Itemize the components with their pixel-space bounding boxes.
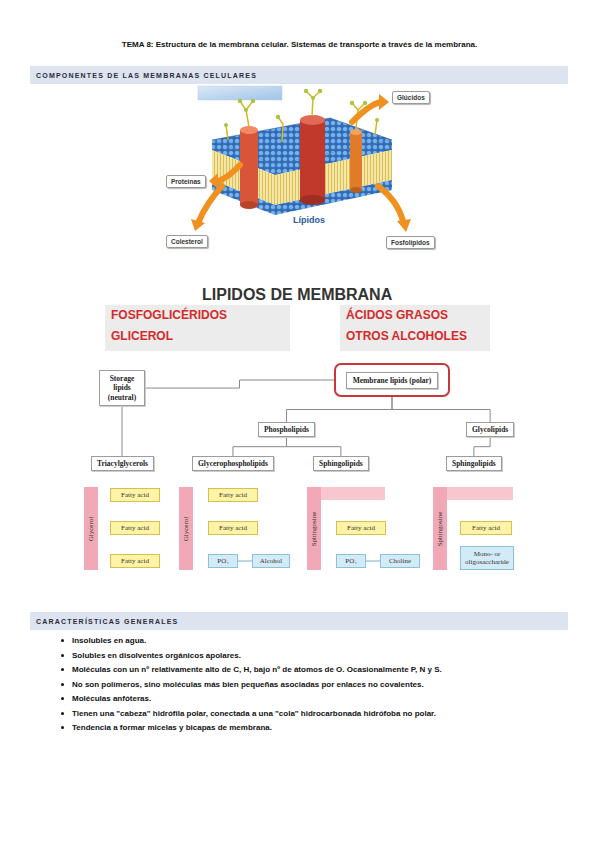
bullet-dot: [61, 712, 64, 715]
node-text: Membrane lipids (polar): [346, 372, 439, 389]
class-box: Glycerophospholipids: [192, 456, 274, 471]
bullet-dot: [61, 668, 64, 671]
bullet-text: Moléculas con un nº relativamente alto d…: [72, 665, 442, 674]
node-text: Fatty acid: [219, 491, 247, 499]
bullet-text: No son polímeros, sino moléculas más bie…: [72, 680, 424, 689]
tree-connector: [366, 561, 380, 562]
node-text: COMPONENTES DE LAS MEMBRANAS CELULARES: [36, 72, 257, 79]
fatty-acid-box: Fatty acid: [460, 521, 512, 535]
component-tag: Colesterol: [166, 235, 208, 248]
node-text: Sphingolipids: [452, 459, 496, 468]
node-text: PO₄: [345, 557, 356, 565]
head-group-box: Choline: [380, 554, 420, 568]
class-box: Sphingolipids: [446, 456, 502, 471]
section-heading: LIPIDOS DE MEMBRANA: [202, 286, 392, 304]
bullet-text: Tendencia a formar micelas y bicapas de …: [72, 723, 272, 732]
class-box: Sphingolipids: [313, 456, 369, 471]
node-text: Glúcidos: [397, 94, 425, 101]
node-text: CARACTERÍSTICAS GENERALES: [36, 618, 178, 625]
node-text: Fatty acid: [121, 491, 149, 499]
node-text: Alcohol: [260, 557, 283, 565]
tree-connector: [233, 437, 287, 456]
node-text: Fatty acid: [121, 557, 149, 565]
node-text: FOSFOGLICÉRIDOS: [111, 309, 284, 321]
node-text: Fatty acid: [121, 524, 149, 532]
vertical-label: Glycerol: [87, 516, 95, 541]
node-text: Storage lipids (neutral): [103, 374, 141, 402]
bullet-dot: [61, 639, 64, 642]
tree-connector: [392, 397, 490, 422]
vertical-label: Glycerol: [182, 516, 190, 541]
bilayer: [212, 118, 392, 215]
class-box: Glycolipids: [466, 422, 514, 437]
bullet-text: Tienen una "cabeza" hidrófila polar, con…: [72, 709, 436, 718]
tree-connector: [238, 561, 252, 562]
sphingosine-arms: [307, 487, 513, 500]
node-text: Glycerophospholipids: [198, 459, 268, 468]
node-text: ÁCIDOS GRASOS: [346, 309, 484, 321]
highlight-box: Membrane lipids (polar): [334, 363, 450, 397]
backbone-bar: Sphingosine: [307, 487, 321, 570]
node-text: Phospholipids: [264, 425, 309, 434]
vertical-label: Sphingosine: [436, 511, 444, 546]
bullet-dot: [61, 697, 64, 700]
section-band: CARACTERÍSTICAS GENERALES: [30, 612, 568, 630]
node-text: Triacylglycerols: [97, 459, 148, 468]
bullet-text: Solubles en disolventes orgánicos apolar…: [72, 651, 241, 660]
tree-connector: [145, 380, 334, 388]
tree-connector: [287, 437, 341, 456]
fatty-acid-box: Fatty acid: [208, 521, 258, 535]
node-text: PO₄: [217, 557, 228, 565]
vertical-label: Sphingosine: [310, 511, 318, 546]
tree-connector: [287, 397, 392, 422]
fatty-acid-box: Fatty acid: [110, 554, 160, 568]
bullet-dot: [61, 654, 64, 657]
fatty-acid-box: Fatty acid: [110, 521, 160, 535]
bullet-text: Moléculas anfóteras.: [72, 694, 151, 703]
cropped-image: [198, 86, 282, 100]
class-box: Storage lipids (neutral): [99, 370, 145, 406]
node-text: GLICEROL: [111, 330, 284, 342]
component-tag: Proteínas: [166, 175, 206, 188]
head-group-box: PO₄: [336, 554, 366, 568]
backbone-bar: Sphingosine: [433, 487, 447, 570]
node-text: Mono- or oligosaccharide: [465, 550, 509, 566]
keyword-box: FOSFOGLICÉRIDOS GLICEROL: [105, 305, 290, 351]
head-group-box: PO₄: [208, 554, 238, 568]
node-text: OTROS ALCOHOLES: [346, 330, 484, 342]
node-text: Fosfolípidos: [391, 239, 430, 246]
backbone-bar: Glycerol: [84, 487, 98, 570]
proteins: [240, 115, 362, 209]
tree-connector: [122, 406, 123, 456]
head-group-box: Alcohol: [252, 554, 290, 568]
node-text: Colesterol: [171, 238, 203, 245]
keyword-box: ÁCIDOS GRASOS OTROS ALCOHOLES: [340, 305, 490, 351]
node-text: Fatty acid: [219, 524, 247, 532]
orange-arrows: [191, 94, 411, 232]
class-box: Phospholipids: [258, 422, 315, 437]
component-tag: Glúcidos: [392, 91, 430, 104]
fatty-acid-box: Fatty acid: [336, 521, 386, 535]
backbone-bar: Glycerol: [179, 487, 193, 570]
node-text: Glycolipids: [472, 425, 508, 434]
node-text: Fatty acid: [472, 524, 500, 532]
head-group-box: Mono- or oligosaccharide: [460, 546, 514, 570]
part-label: Lípidos: [291, 215, 327, 225]
bullet-dot: [61, 726, 64, 729]
fatty-acid-box: Fatty acid: [208, 488, 258, 502]
tree-connector: [474, 437, 490, 456]
node-text: Fatty acid: [347, 524, 375, 532]
component-tag: Fosfolípidos: [386, 236, 435, 249]
node-text: Proteínas: [171, 178, 201, 185]
page-title: TEMA 8: Estructura de la membrana celula…: [0, 40, 599, 49]
section-band: COMPONENTES DE LAS MEMBRANAS CELULARES: [30, 66, 568, 84]
class-box: Triacylglycerols: [91, 456, 154, 471]
bullet-text: Insolubles en agua.: [72, 636, 146, 645]
bullet-dot: [61, 683, 64, 686]
fatty-acid-box: Fatty acid: [110, 488, 160, 502]
node-text: Sphingolipids: [319, 459, 363, 468]
node-text: Choline: [389, 557, 411, 565]
